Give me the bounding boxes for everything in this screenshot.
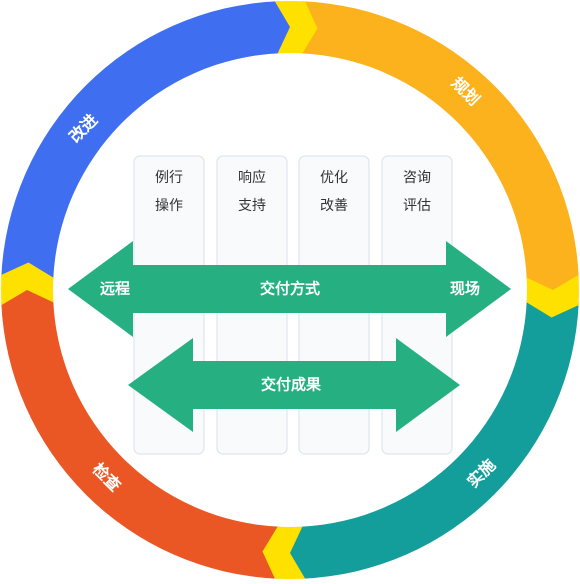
arrow-delivery-result (128, 338, 460, 432)
ring-joint-bottom (262, 526, 306, 579)
delivery-mode-left-label: 远程 (100, 280, 130, 298)
card-response-support-line2: 支持 (238, 198, 266, 214)
card-consulting-assessment-line1: 咨询 (403, 170, 431, 186)
delivery-mode-right-label: 现场 (450, 280, 480, 298)
card-optimization-line1: 优化 (320, 170, 348, 186)
card-consulting-assessment-line2: 评估 (403, 198, 431, 214)
arrow-delivery-mode (68, 241, 511, 337)
card-routine-operation-line2: 操作 (155, 198, 183, 214)
delivery-result-label: 交付成果 (261, 376, 322, 394)
ring-joint-left (1, 262, 54, 306)
ring-joint-top (274, 1, 318, 54)
delivery-mode-label: 交付方式 (260, 280, 320, 298)
card-routine-operation-line1: 例行 (155, 170, 183, 186)
card-optimization-line2: 改善 (320, 198, 348, 214)
ring-segment-implement (287, 300, 579, 579)
ring-joint-right (526, 274, 579, 318)
card-response-support-line1: 响应 (238, 169, 266, 186)
ring-segment-improve (1, 1, 293, 280)
ring-segment-plan (300, 1, 579, 293)
ring-segment-check (1, 287, 280, 579)
